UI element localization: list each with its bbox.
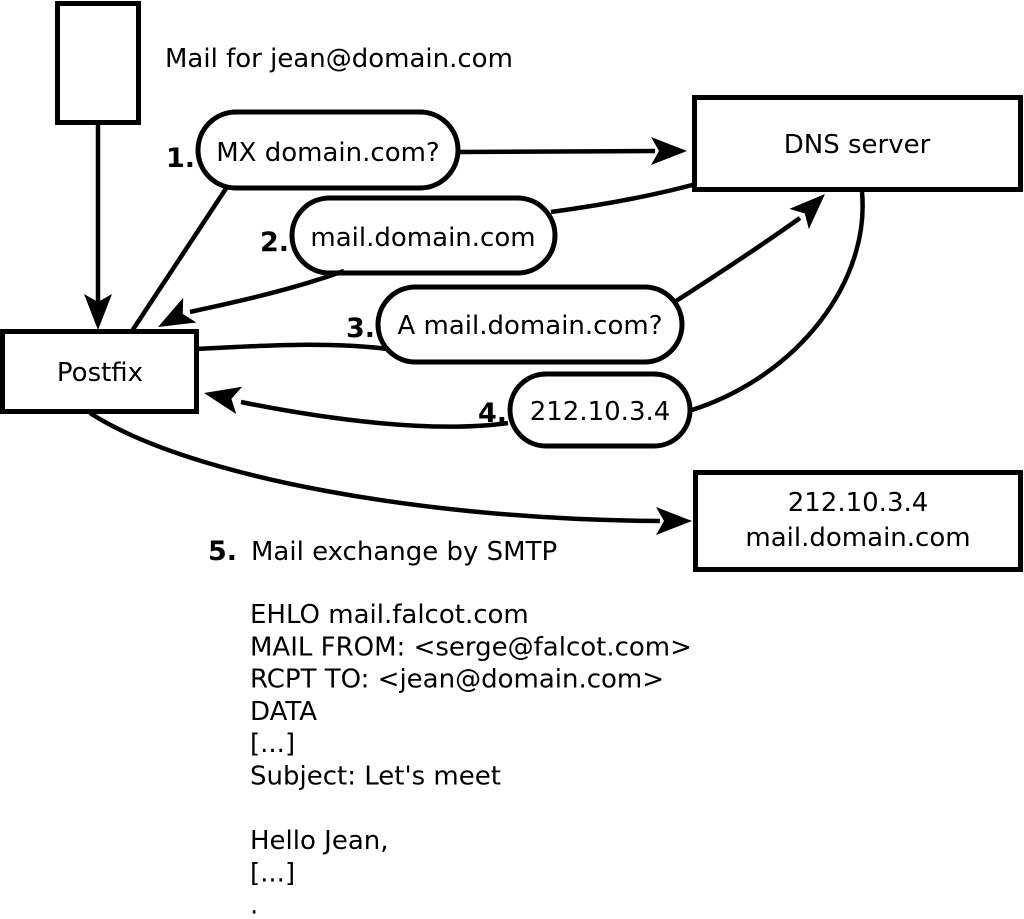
mail-server-ip-label: 212.10.3.4 [788, 488, 929, 518]
step2-response-pill [289, 195, 558, 276]
dns-server-node [692, 95, 1023, 192]
postfix-node [0, 329, 199, 414]
line-postfix-to-pill1 [130, 185, 229, 333]
arrowhead-pill3-to-dns [789, 194, 825, 230]
line-postfix-to-pill3 [196, 342, 389, 352]
arrowhead-pill2-to-postfix [158, 297, 197, 327]
step3-number: 3. [346, 313, 375, 344]
step4-response-pill [507, 371, 693, 449]
smtp-line: MAIL FROM: <serge@falcot.com> [250, 632, 692, 662]
arrow-postfix-to-mailserver [88, 411, 661, 524]
arrowhead-pill1-to-dns [651, 137, 687, 165]
line-dns-to-pill4 [691, 191, 865, 413]
smtp-line: EHLO mail.falcot.com [250, 600, 529, 630]
dns-server-label: DNS server [784, 130, 931, 160]
step2-label: mail.domain.com [310, 223, 535, 253]
arrow-pill1-to-dns [457, 148, 656, 155]
arrowhead-pill4-to-postfix [204, 386, 243, 415]
smtp-session-block: EHLO mail.falcot.com MAIL FROM: <serge@f… [250, 600, 692, 919]
step5-label: Mail exchange by SMTP [251, 537, 557, 567]
step1-label: MX domain.com? [216, 138, 439, 168]
arrow-pill2-to-postfix [189, 268, 345, 315]
postfix-label: Postfix [57, 358, 143, 388]
mail-server-host-label: mail.domain.com [745, 523, 970, 553]
mail-for-label: Mail for jean@domain.com [165, 44, 513, 74]
mail-server-node [693, 470, 1023, 572]
smtp-line: [...] [250, 858, 295, 888]
smtp-line: [...] [250, 729, 295, 759]
mail-envelope [55, 1, 141, 125]
line-dns-to-pill2 [550, 181, 697, 215]
step1-number: 1. [166, 143, 195, 174]
step2-number: 2. [260, 227, 289, 258]
step3-label: A mail.domain.com? [398, 311, 663, 341]
smtp-line: . [250, 891, 258, 919]
step5-number: 5. [208, 536, 237, 567]
smtp-line: Subject: Let's meet [250, 762, 501, 792]
arrowhead-postfix-to-mailserver [656, 507, 692, 535]
arrow-pill4-to-postfix [240, 399, 509, 429]
step3-query-pill [375, 284, 685, 365]
smtp-line: DATA [250, 697, 317, 727]
arrow-pill3-to-dns [671, 216, 802, 305]
arrowhead-mail-to-postfix [84, 294, 112, 330]
smtp-line: RCPT TO: <jean@domain.com> [250, 665, 664, 695]
step4-label: 212.10.3.4 [530, 397, 671, 427]
smtp-line: Hello Jean, [250, 826, 389, 856]
step4-number: 4. [478, 398, 507, 429]
